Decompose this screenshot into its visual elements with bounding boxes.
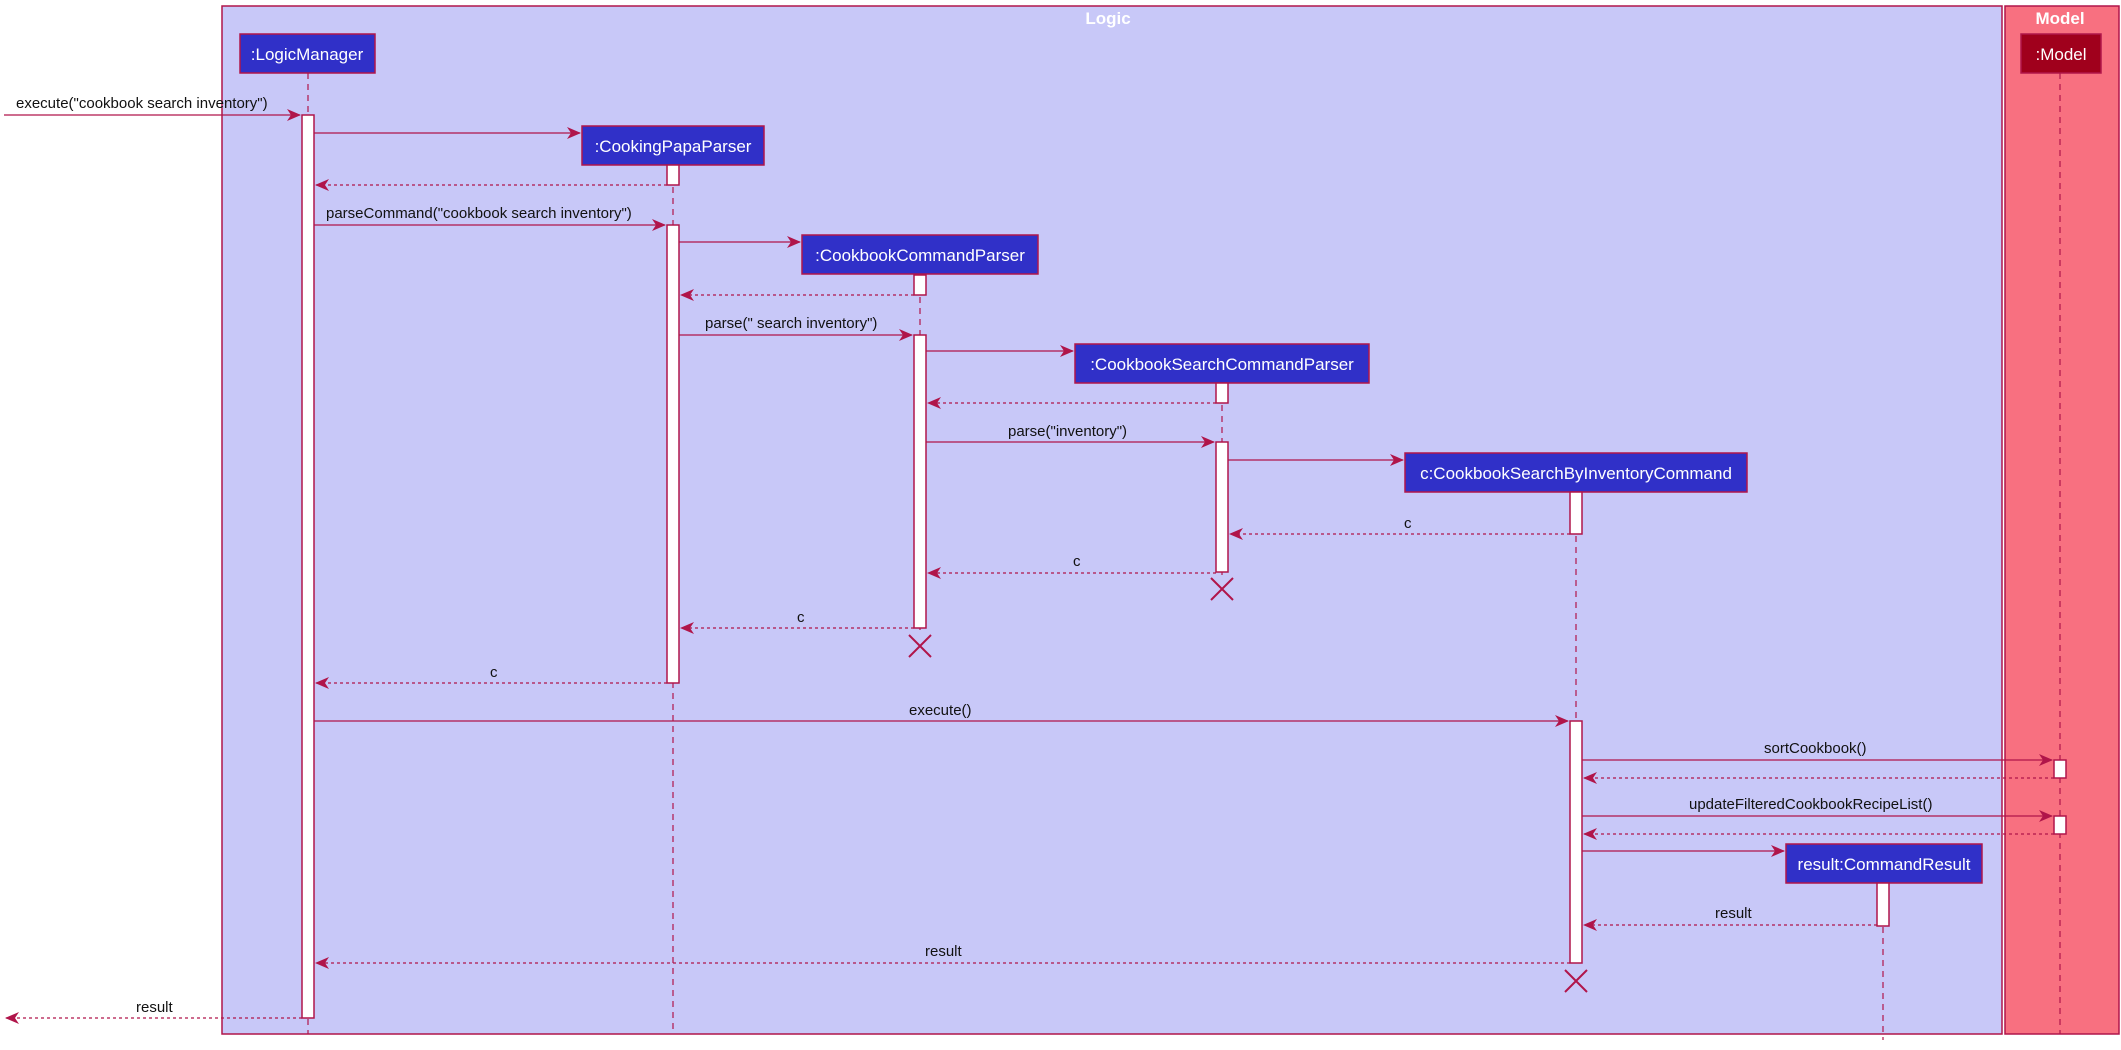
activation-logic-manager [301,114,315,1019]
activation-model-sort [2053,759,2067,779]
model-package-frame [2004,5,2120,1035]
msg-parse-inventory-label: parse("inventory") [1008,423,1127,440]
msg-sort-cookbook-label: sortCookbook() [1764,740,1867,757]
activation-search-by-inventory-command-init [1569,491,1583,535]
return-result-caller-label: result [136,999,174,1016]
participant-logic-manager-label: :LogicManager [251,45,364,64]
participant-model: :Model [2020,33,2102,74]
destroy-marker-search-by-inventory-command [1564,969,1588,993]
activation-cookbook-search-command-parser-init [1215,382,1229,404]
participant-cooking-papa-parser-label: :CookingPapaParser [595,137,752,156]
msg-parse-search-inventory-label: parse(" search inventory") [705,315,877,332]
activation-command-result [1876,882,1890,927]
activation-cookbook-command-parser [913,334,927,629]
return-c-command-parser-label: c [1073,553,1081,570]
participant-command-result-label: result:CommandResult [1798,855,1971,874]
model-package-title: Model [2035,9,2084,28]
participant-search-by-inventory-command: c:CookbookSearchByInventoryCommand [1404,452,1748,493]
activation-cooking-papa-parser [666,224,680,684]
return-result-logic-label: result [925,943,963,960]
participant-command-result: result:CommandResult [1785,843,1983,884]
activation-model-update [2053,815,2067,835]
activation-cookbook-search-command-parser [1215,441,1229,573]
activation-cookbook-command-parser-init [913,274,927,296]
participant-cookbook-search-command-parser: :CookbookSearchCommandParser [1074,343,1370,384]
destroy-marker-cookbook-command-parser [908,634,932,658]
msg-update-filtered-list-label: updateFilteredCookbookRecipeList() [1689,796,1932,813]
msg-execute-input-label: execute("cookbook search inventory") [16,95,268,112]
activation-search-by-inventory-command [1569,720,1583,964]
return-c-search-parser-label: c [1404,515,1412,532]
participant-logic-manager: :LogicManager [239,33,376,74]
participant-cookbook-search-command-parser-label: :CookbookSearchCommandParser [1090,355,1354,374]
msg-parse-command-label: parseCommand("cookbook search inventory"… [326,205,632,222]
participant-cooking-papa-parser: :CookingPapaParser [581,125,765,166]
return-c-papa-parser-label: c [797,609,805,626]
participant-cookbook-command-parser: :CookbookCommandParser [801,234,1039,275]
logic-package-frame [221,5,2003,1035]
participant-cookbook-command-parser-label: :CookbookCommandParser [815,246,1025,265]
participant-search-by-inventory-command-label: c:CookbookSearchByInventoryCommand [1420,464,1732,483]
logic-package-title: Logic [1085,9,1130,28]
activation-cooking-papa-parser-init [666,164,680,186]
return-c-logic-manager-label: c [490,664,498,681]
return-result-command-label: result [1715,905,1753,922]
msg-execute-label: execute() [909,702,972,719]
participant-model-label: :Model [2035,45,2086,64]
destroy-marker-search-command-parser [1210,577,1234,601]
